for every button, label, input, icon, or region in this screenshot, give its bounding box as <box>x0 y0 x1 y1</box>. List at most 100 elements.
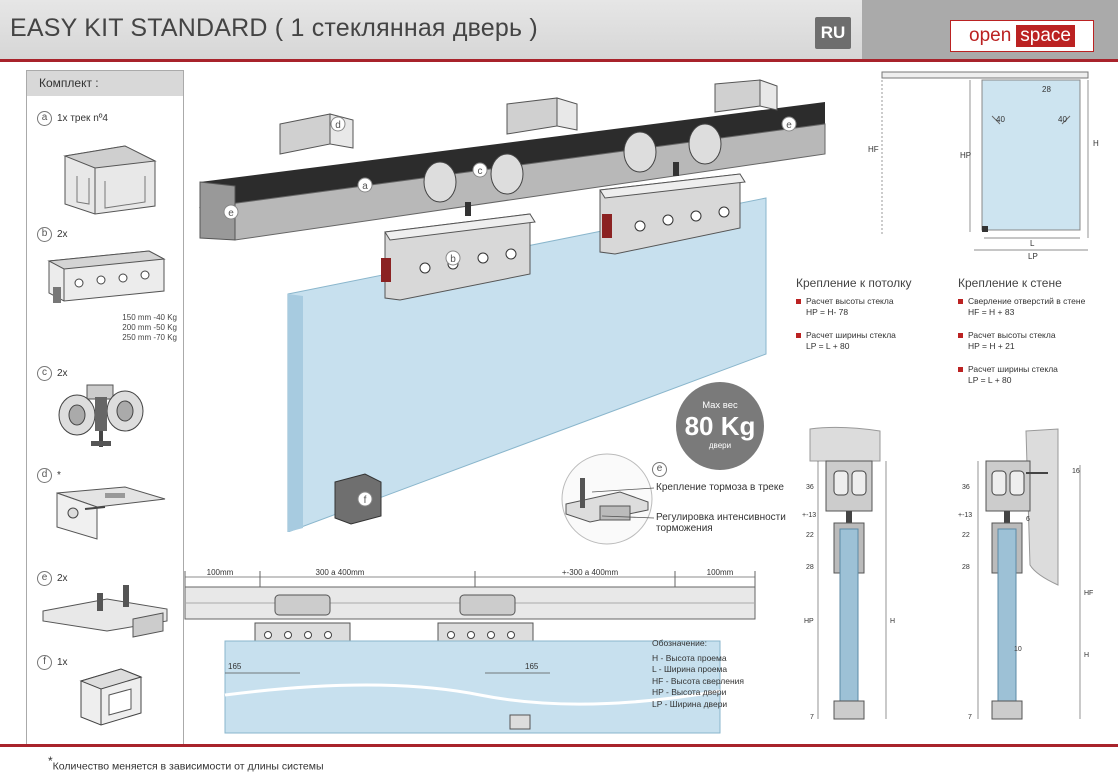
dim-165-right: 165 <box>525 662 539 671</box>
carriage-left <box>274 594 331 616</box>
callout-f <box>357 491 373 507</box>
header-divider <box>0 59 1118 62</box>
legend-lp: LP - Ширина двери <box>652 698 728 709</box>
legend-h: H - Высота проема <box>652 652 727 663</box>
dim-100-left: 100mm <box>207 568 234 577</box>
detail-letter: e <box>652 458 667 477</box>
track-end <box>199 181 236 241</box>
roller-left <box>423 153 524 203</box>
footnote-text: Количество меняется в зависимости от дли… <box>52 760 324 773</box>
kit-item-f: f 1x <box>37 655 68 670</box>
detail-leaders <box>592 487 655 519</box>
kit-item-d: d * <box>37 468 61 483</box>
kit-item-b-text: 2x <box>57 229 68 240</box>
weight-150: 150 mm -40 Kg <box>122 313 177 322</box>
legend-title: Обозначение: <box>652 638 707 648</box>
fv-28: 28 <box>1042 85 1051 94</box>
front-glass <box>981 79 1081 231</box>
sw-28: 28 <box>962 564 970 571</box>
wall-section-drawing: 16 36 +-13 6 22 28 HF H 10 7 <box>958 428 1093 721</box>
sw-6: 6 <box>1026 516 1030 523</box>
fv-40b: 40 <box>1058 115 1067 124</box>
kit-item-a: a 1x трек nº4 <box>37 111 108 126</box>
weight-200: 200 mm -50 Kg <box>122 323 177 332</box>
dim-165-left: 165 <box>228 662 242 671</box>
sw-36: 36 <box>962 484 970 491</box>
callout-a <box>357 177 373 193</box>
legend-hf: HF - Высота сверления <box>652 675 745 686</box>
kit-item-d-text: * <box>57 470 61 481</box>
callout-b <box>445 250 461 266</box>
fv-40a: 40 <box>996 115 1005 124</box>
kit-item-a-text: 1x трек nº4 <box>57 113 108 124</box>
sc-7: 7 <box>810 714 814 721</box>
language-badge[interactable]: RU <box>815 17 851 49</box>
wall-item-3-l1: Расчет ширины стекла <box>968 364 1058 374</box>
roller-right <box>623 123 722 173</box>
brake-stopper-icon <box>42 585 168 638</box>
logo-space-text: space <box>1016 25 1075 47</box>
sc-36: 36 <box>806 484 814 491</box>
legend-hp: HP - Высота двери <box>652 687 727 697</box>
glass-edge <box>288 294 303 532</box>
glass-clamp-icon <box>47 250 166 303</box>
footnote-star: * <box>48 754 53 768</box>
sc-hp: HP <box>804 618 814 625</box>
kit-item-c: c 2x <box>37 366 68 381</box>
kit-weights: 150 mm -40 Kg 200 mm -50 Kg 250 mm -70 K… <box>97 313 177 343</box>
callout-c <box>472 162 488 178</box>
callout-f-text: f <box>364 495 367 506</box>
dim-300-400: 300 а 400mm <box>316 568 365 577</box>
wall-item-2-l2: HP = H + 21 <box>968 341 1015 351</box>
ceiling-item-1-l1: Расчет высоты стекла <box>806 296 894 306</box>
bracket-right <box>714 79 778 113</box>
callout-e-left-text: e <box>228 208 234 219</box>
fv-lp: LP <box>1028 252 1038 261</box>
sw-22: 22 <box>962 532 970 539</box>
wall-item-2: Расчет высоты стекла HP = H + 21 <box>958 330 1056 352</box>
kit-panel: Комплект : a 1x трек nº4 b 2x 150 mm -40… <box>26 70 184 747</box>
ceiling-item-1-l2: HP = H- 78 <box>806 307 849 317</box>
sc-22: 22 <box>806 532 814 539</box>
ceiling-title: Крепление к потолку <box>796 276 912 290</box>
letter-c: c <box>37 366 52 381</box>
sc-13: +-13 <box>802 512 816 519</box>
letter-a: a <box>37 111 52 126</box>
dim-pm-300-400: +-300 а 400mm <box>562 568 619 577</box>
kit-item-c-text: 2x <box>57 368 68 379</box>
front-view-drawing: HF HP H 28 40 40 L LP <box>868 71 1099 261</box>
adjust-label: Регулировка интенсивности торможения <box>656 512 786 534</box>
fv-l: L <box>1030 239 1035 248</box>
kit-item-f-text: 1x <box>57 657 68 668</box>
kit-item-e-text: 2x <box>57 573 68 584</box>
brand-logo: open space <box>950 20 1094 52</box>
letter-b: b <box>37 227 52 242</box>
wall-item-1-l2: HF = H + 83 <box>968 307 1015 317</box>
kit-heading: Комплект : <box>27 71 183 96</box>
footer-divider <box>0 744 1118 747</box>
ceiling-item-2-l1: Расчет ширины стекла <box>806 330 896 340</box>
track-profile-icon <box>63 145 157 215</box>
floor-guide-icon <box>79 668 143 726</box>
detail-letter-e: e <box>652 462 667 477</box>
weight-250: 250 mm -70 Kg <box>122 333 177 342</box>
bracket-mid <box>506 97 578 135</box>
sw-13: +-13 <box>958 512 972 519</box>
fv-h: H <box>1093 139 1099 148</box>
wall-title: Крепление к стене <box>958 276 1062 290</box>
brake-label: Крепление тормоза в треке <box>656 482 784 493</box>
page-title: EASY KIT STANDARD ( 1 стеклянная дверь ) <box>10 14 538 42</box>
main-illustration: a b c d e e f <box>198 79 826 532</box>
max-weight-badge: Max вес 80 Kg двери <box>676 382 764 470</box>
badge-line1: Max вес <box>702 400 738 411</box>
track-dimension-drawing: 100mm 300 а 400mm +-300 а 400mm 100mm 16… <box>184 568 756 734</box>
roller-carriage-icon <box>58 384 144 447</box>
callout-d-text: d <box>335 120 341 131</box>
carriage-right <box>459 594 516 616</box>
ceiling-item-2-l2: LP = L + 80 <box>806 341 850 351</box>
legend: Обозначение: H - Высота проема L - Ширин… <box>652 638 744 710</box>
sw-7: 7 <box>968 714 972 721</box>
letter-d: d <box>37 468 52 483</box>
badge-weight: 80 Kg <box>684 411 756 441</box>
ceiling-section-drawing: 36 +-13 22 28 HP H 7 <box>802 426 895 721</box>
